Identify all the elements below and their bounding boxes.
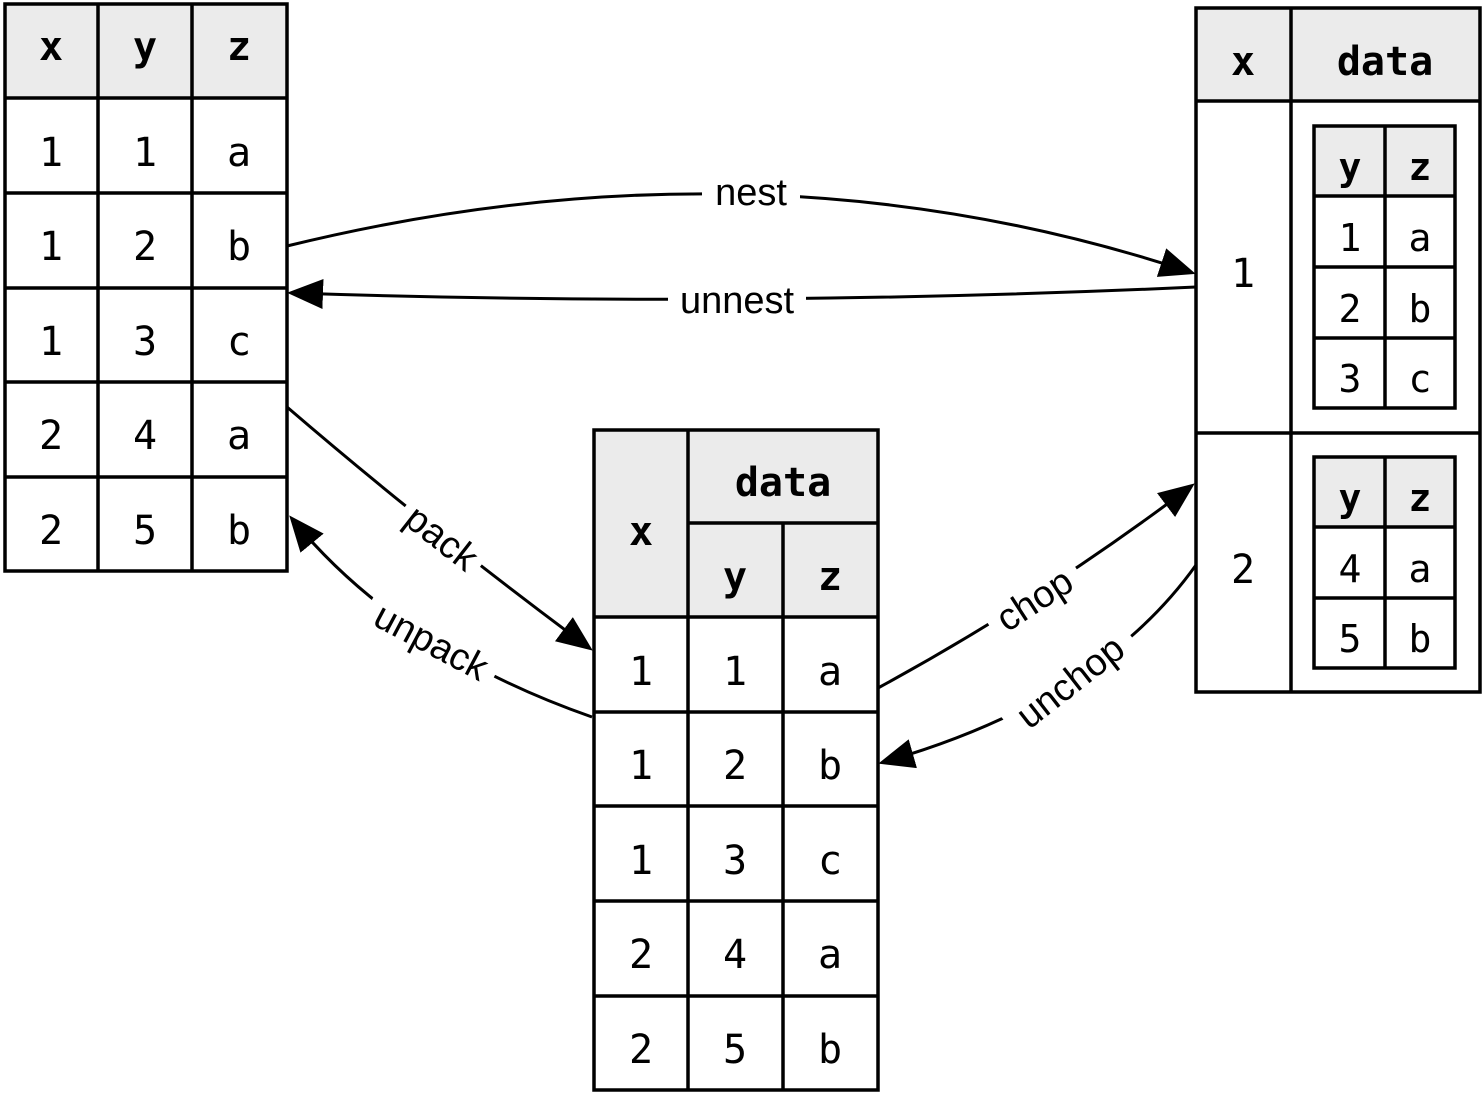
middle-cell: b [818, 1027, 842, 1073]
middle-subheader-z: z [818, 554, 842, 600]
inner-cell: b [1409, 617, 1432, 661]
left-header-y: y [133, 24, 157, 70]
middle-cell: 5 [723, 1027, 747, 1073]
left-cell: 5 [133, 508, 157, 554]
inner-cell: a [1409, 216, 1432, 260]
left-table-header-bg [5, 4, 287, 98]
inner-cell: b [1409, 287, 1432, 331]
inner-cell: 4 [1339, 547, 1362, 591]
left-cell: 1 [39, 130, 63, 176]
left-cell: a [227, 413, 251, 459]
middle-cell: b [818, 743, 842, 789]
unnest-label: unnest [680, 280, 795, 322]
right-table: x data 1 2 y z 1 a 2 b 3 c y [1194, 6, 1482, 694]
inner-cell: 5 [1339, 617, 1362, 661]
inner-cell: 1 [1339, 216, 1362, 260]
right-header-x: x [1231, 39, 1255, 85]
inner-cell: 2 [1339, 287, 1362, 331]
left-cell: b [227, 508, 251, 554]
right-group-x: 1 [1231, 251, 1255, 297]
inner-cell: a [1409, 547, 1432, 591]
middle-cell: 3 [723, 838, 747, 884]
left-cell: 2 [133, 224, 157, 270]
middle-subheader-y: y [723, 554, 747, 600]
nested-tibble-1: y z 1 a 2 b 3 c [1312, 124, 1457, 410]
middle-cell: 1 [629, 838, 653, 884]
inner-header-y: y [1339, 476, 1362, 520]
left-cell: 3 [133, 319, 157, 365]
nest-label: nest [715, 172, 787, 214]
middle-cell: c [818, 838, 842, 884]
middle-cell: a [818, 932, 842, 978]
middle-cell: 1 [629, 649, 653, 695]
middle-cell: a [818, 649, 842, 695]
middle-header-x: x [629, 509, 653, 555]
left-cell: 1 [39, 224, 63, 270]
left-cell: b [227, 224, 251, 270]
left-cell: 1 [133, 130, 157, 176]
left-cell: 4 [133, 413, 157, 459]
left-header-x: x [39, 24, 63, 70]
middle-cell: 2 [629, 1027, 653, 1073]
nested-tibble-2: y z 4 a 5 b [1312, 455, 1457, 670]
inner-header-z: z [1409, 476, 1432, 520]
left-cell: 2 [39, 413, 63, 459]
inner-header-y: y [1339, 145, 1362, 189]
right-table-header-bg [1196, 8, 1480, 101]
left-table: x y z 1 1 a 1 2 b 1 3 c 2 4 a 2 5 b [3, 2, 289, 573]
middle-header-data: data [735, 460, 831, 506]
middle-cell: 2 [629, 932, 653, 978]
left-cell: 2 [39, 508, 63, 554]
left-cell: c [227, 319, 251, 365]
inner-cell: c [1409, 357, 1432, 401]
unchop-label: unchop [1009, 627, 1133, 737]
unpack-label: unpack [367, 595, 496, 690]
right-header-data: data [1337, 39, 1433, 85]
inner-cell: 3 [1339, 357, 1362, 401]
middle-table: x data y z 1 1 a 1 2 b 1 3 c 2 4 a 2 5 b [592, 428, 880, 1092]
right-group-x: 2 [1231, 547, 1255, 593]
inner-header-z: z [1409, 145, 1432, 189]
middle-cell: 2 [723, 743, 747, 789]
middle-cell: 1 [723, 649, 747, 695]
middle-cell: 4 [723, 932, 747, 978]
left-cell: a [227, 130, 251, 176]
left-cell: 1 [39, 319, 63, 365]
middle-cell: 1 [629, 743, 653, 789]
left-header-z: z [227, 24, 251, 70]
